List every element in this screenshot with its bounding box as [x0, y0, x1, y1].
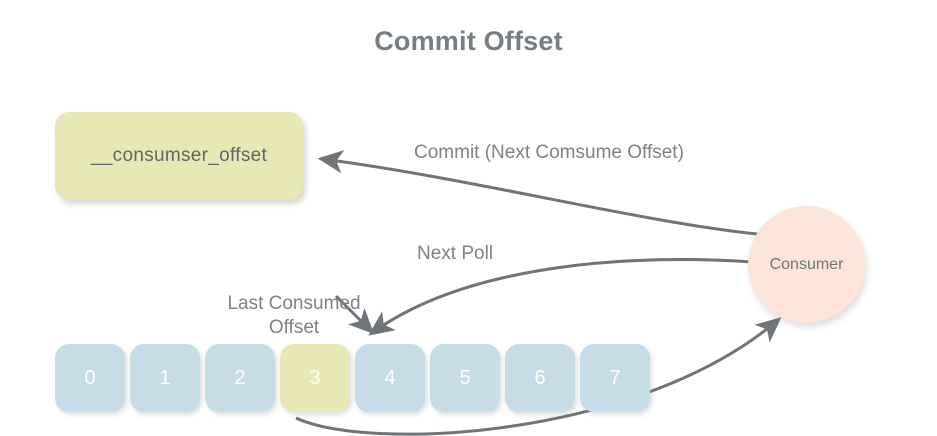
- partition-box-1[interactable]: 1: [130, 344, 200, 412]
- next-poll-arrow: [368, 257, 753, 336]
- last-consumed-offset-line1: Last Consumed: [227, 293, 361, 314]
- partition-label-7: 7: [609, 366, 621, 389]
- partition-box-4[interactable]: 4: [355, 344, 425, 412]
- offset-topic-label: __consumser_offset: [90, 145, 268, 166]
- offset-topic-box[interactable]: __consumser_offset: [55, 112, 303, 200]
- partition-box-7[interactable]: 7: [580, 344, 650, 412]
- next-poll-arrow-label: Next Poll: [417, 243, 494, 264]
- last-consumed-offset-line2: Offset: [268, 316, 320, 338]
- partition-label-4: 4: [384, 366, 396, 389]
- consumer-node[interactable]: Consumer: [748, 206, 865, 323]
- partition-list: 0 1 2 3 4 5 6 7: [55, 344, 650, 412]
- page-title: Commit Offset: [374, 26, 563, 56]
- partition-label-1: 1: [159, 366, 171, 389]
- partition-box-6[interactable]: 6: [505, 344, 575, 412]
- partition-box-3[interactable]: 3: [280, 344, 350, 412]
- partition-box-5[interactable]: 5: [430, 344, 500, 412]
- partition-label-3: 3: [309, 366, 321, 389]
- last-consumed-offset-label: Last Consumed Offset: [218, 292, 370, 340]
- partition-label-5: 5: [459, 366, 471, 389]
- partition-box-0[interactable]: 0: [55, 344, 125, 412]
- partition-label-0: 0: [84, 366, 96, 389]
- partition-box-2[interactable]: 2: [205, 344, 275, 412]
- commit-arrow-label: Commit (Next Comsume Offset): [414, 142, 684, 163]
- partition-label-6: 6: [534, 366, 546, 389]
- partition-label-2: 2: [234, 366, 246, 389]
- consumer-label: Consumer: [769, 255, 844, 273]
- commit-arrow: [317, 150, 758, 236]
